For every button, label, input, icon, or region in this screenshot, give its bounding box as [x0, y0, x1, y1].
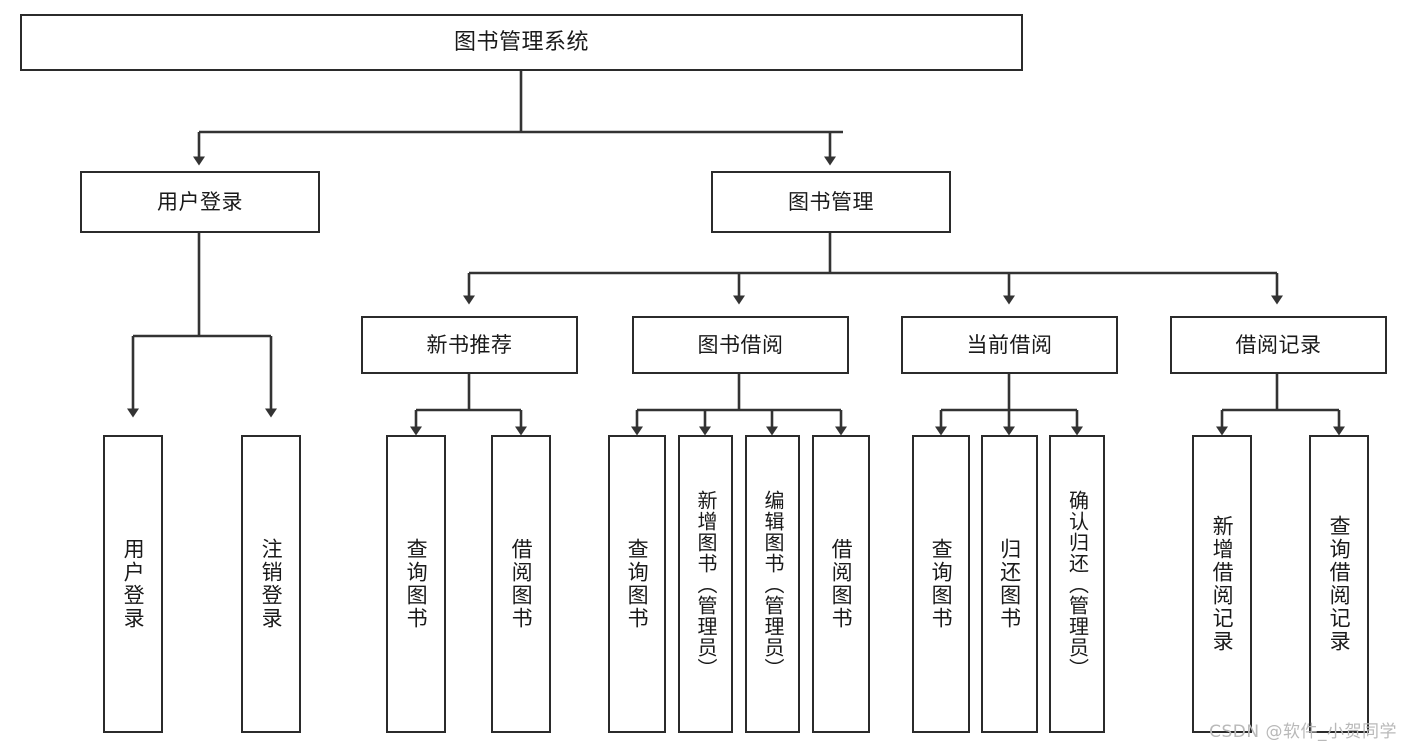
leaf-current-return-book-label: 归还图书 — [997, 538, 1022, 630]
node-user-login[interactable]: 用户登录 — [80, 171, 320, 233]
leaf-record-query-record-label: 查询借阅记录 — [1327, 515, 1352, 653]
leaf-borrow-borrow-book[interactable]: 借阅图书 — [812, 435, 870, 733]
leaf-borrow-add-book-admin-label: 新增图书（管理员） — [694, 489, 718, 679]
node-user-login-label: 用户登录 — [157, 189, 243, 214]
leaf-current-return-book[interactable]: 归还图书 — [981, 435, 1038, 733]
leaf-borrow-add-book-admin[interactable]: 新增图书（管理员） — [678, 435, 733, 733]
node-current-borrow[interactable]: 当前借阅 — [901, 316, 1118, 374]
node-new-book-recommend[interactable]: 新书推荐 — [361, 316, 578, 374]
node-borrow-record[interactable]: 借阅记录 — [1170, 316, 1387, 374]
leaf-user-login-logout-label: 注销登录 — [259, 538, 284, 630]
leaf-current-confirm-return-admin[interactable]: 确认归还（管理员） — [1049, 435, 1105, 733]
node-root-system[interactable]: 图书管理系统 — [20, 14, 1023, 71]
node-book-management-label: 图书管理 — [788, 189, 874, 214]
leaf-new-book-query[interactable]: 查询图书 — [386, 435, 446, 733]
node-root-system-label: 图书管理系统 — [453, 29, 589, 55]
node-book-borrow[interactable]: 图书借阅 — [632, 316, 849, 374]
node-new-book-recommend-label: 新书推荐 — [426, 332, 513, 357]
leaf-borrow-query-book[interactable]: 查询图书 — [608, 435, 666, 733]
leaf-borrow-edit-book-admin[interactable]: 编辑图书（管理员） — [745, 435, 800, 733]
leaf-record-add-record[interactable]: 新增借阅记录 — [1192, 435, 1252, 733]
leaf-current-confirm-return-admin-label: 确认归还（管理员） — [1065, 489, 1090, 679]
leaf-user-login-login-label: 用户登录 — [121, 538, 146, 630]
node-borrow-record-label: 借阅记录 — [1235, 332, 1322, 357]
leaf-new-book-query-label: 查询图书 — [404, 538, 429, 630]
node-book-borrow-label: 图书借阅 — [697, 332, 784, 357]
leaf-borrow-query-book-label: 查询图书 — [625, 538, 650, 630]
leaf-borrow-borrow-book-label: 借阅图书 — [829, 538, 854, 630]
leaf-new-book-borrow[interactable]: 借阅图书 — [491, 435, 551, 733]
leaf-new-book-borrow-label: 借阅图书 — [509, 538, 534, 630]
leaf-current-query-book[interactable]: 查询图书 — [912, 435, 970, 733]
leaf-record-query-record[interactable]: 查询借阅记录 — [1309, 435, 1369, 733]
leaf-current-query-book-label: 查询图书 — [929, 538, 954, 630]
csdn-watermark: CSDN @软件_小贺同学 — [1209, 722, 1397, 742]
node-book-management[interactable]: 图书管理 — [711, 171, 951, 233]
leaf-user-login-logout[interactable]: 注销登录 — [241, 435, 301, 733]
leaf-user-login-login[interactable]: 用户登录 — [103, 435, 163, 733]
leaf-borrow-edit-book-admin-label: 编辑图书（管理员） — [761, 489, 785, 679]
node-current-borrow-label: 当前借阅 — [966, 332, 1053, 357]
leaf-record-add-record-label: 新增借阅记录 — [1210, 515, 1235, 653]
